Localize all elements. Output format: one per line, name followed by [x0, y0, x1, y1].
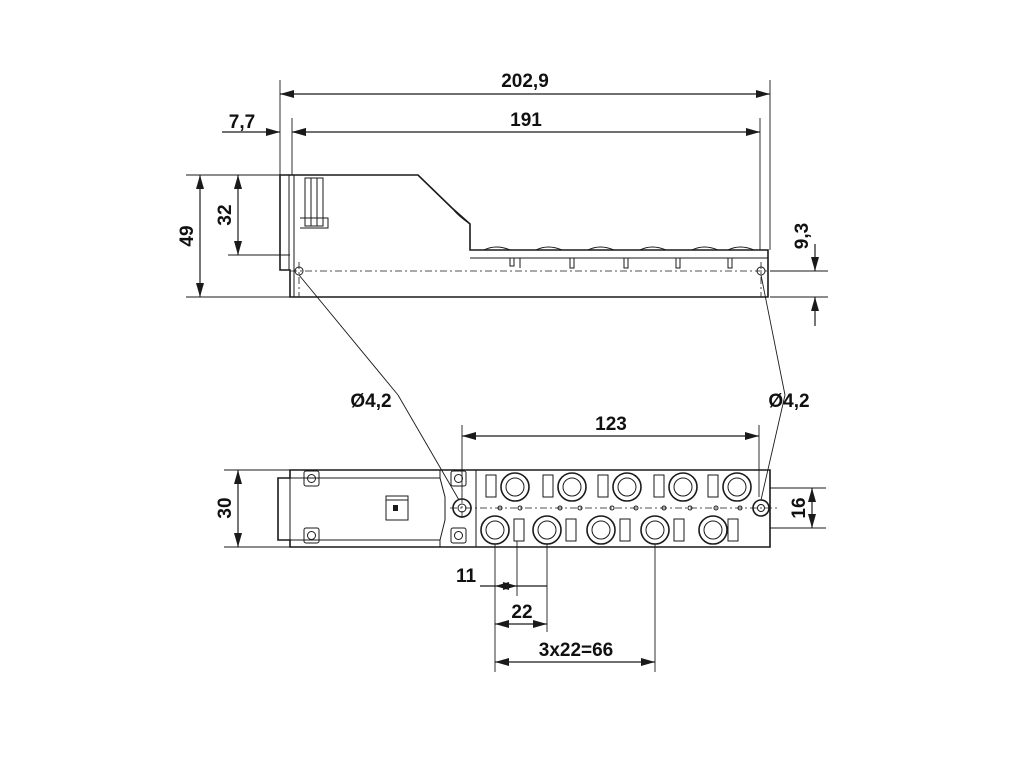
dim-port-pitch-label: 22: [511, 602, 532, 623]
dim-body-length: 191: [292, 110, 760, 136]
dim-port-span-label: 3x22=66: [539, 640, 614, 661]
dim-base-height: 9,3: [792, 223, 819, 326]
dim-row-pitch: 16: [789, 488, 816, 528]
dim-hole-spacing: 123: [462, 414, 759, 440]
dim-width: 30: [215, 470, 242, 547]
side-view: [279, 174, 780, 298]
dim-end-offset-label: 7,7: [229, 112, 255, 133]
connector-row-bottom: [480, 515, 739, 545]
dim-total-height: 49: [177, 175, 204, 297]
hole-dia-right-label: Ø4,2: [768, 391, 809, 412]
dim-width-label: 30: [215, 497, 236, 518]
housing-screws: [303, 470, 467, 544]
dim-first-offset-label: 11: [456, 566, 477, 587]
dim-first-offset: 11: [456, 566, 547, 590]
dim-row-pitch-label: 16: [789, 497, 810, 518]
led-indicators: [497, 505, 743, 511]
hole-dia-left-label: Ø4,2: [350, 391, 391, 412]
dim-total-height-label: 49: [177, 225, 198, 246]
dim-overall-length: 202,9: [280, 71, 770, 98]
dim-body-height-label: 32: [215, 204, 236, 225]
dip-switch: [385, 495, 409, 521]
connector-row-top: [485, 472, 752, 502]
dim-body-height: 32: [215, 175, 242, 255]
side-view-outline: [279, 174, 769, 298]
top-view-outline: [277, 469, 771, 548]
latch-element: [304, 177, 324, 227]
dim-port-span: 3x22=66: [495, 640, 655, 666]
dim-port-pitch: 22: [495, 602, 547, 628]
dim-body-length-label: 191: [510, 110, 542, 131]
hole-leaders: [298, 274, 786, 501]
top-extension-lines: [224, 425, 826, 672]
dim-base-height-label: 9,3: [792, 223, 813, 249]
top-view: [277, 469, 780, 548]
dim-end-offset: 7,7: [222, 112, 306, 136]
dim-hole-spacing-label: 123: [595, 414, 627, 435]
connector-profile: [483, 246, 755, 269]
side-extension-lines: [186, 80, 828, 298]
dim-overall-length-label: 202,9: [501, 71, 549, 92]
